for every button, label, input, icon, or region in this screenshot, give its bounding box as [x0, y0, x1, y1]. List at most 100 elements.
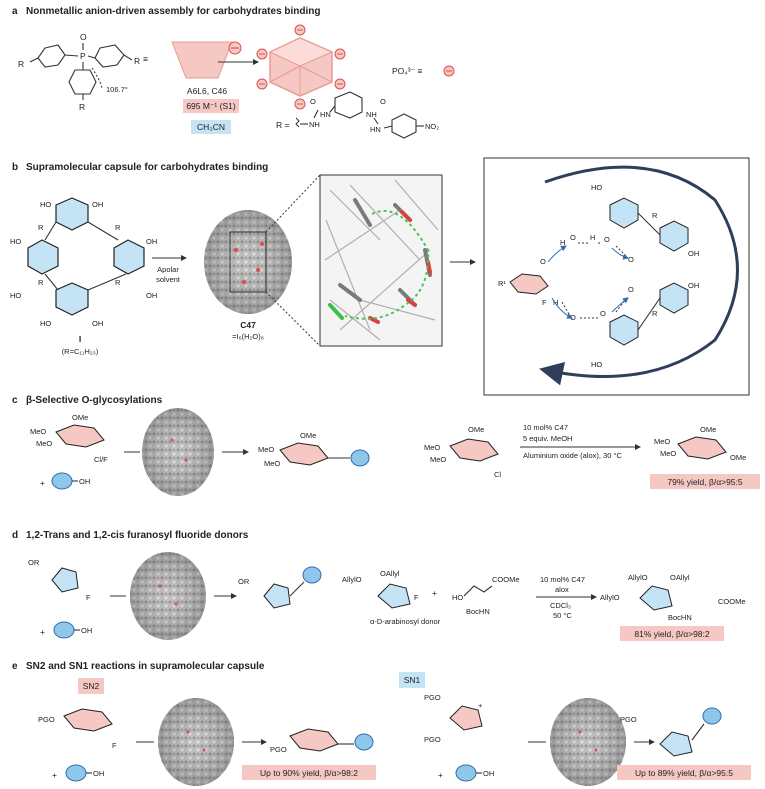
section-e: e SN2 and SN1 reactions in supramolecula… [12, 661, 751, 786]
d-cond-1: 10 mol% C47 [540, 575, 585, 584]
section-c-letter: c [12, 395, 18, 406]
capsule-e2 [550, 698, 626, 786]
c-chloride-donor: OMe MeO MeO Cl [424, 425, 501, 479]
c-meo-1: MeO [30, 427, 46, 436]
d-product-2: AllylO OAllyl AllylO COOMe BocHN [600, 573, 746, 622]
oh-3: OH [146, 291, 157, 300]
equiv-sign: ≡ [143, 54, 148, 64]
mech-r-1: R [652, 211, 658, 220]
section-d: d 1,2-Trans and 1,2-cis furanosyl fluori… [12, 530, 746, 641]
mech-ho-1: HO [591, 183, 602, 192]
c-prod2-ome: OMe [700, 425, 716, 434]
d-result: 81% yield, β/α>98:2 [634, 629, 710, 639]
c-prod2-meo-1: MeO [654, 437, 670, 446]
glucosyl-donor: OMe MeO MeO Cl/F [30, 413, 108, 464]
section-b: b Supramolecular capsule for carbohydrat… [10, 157, 750, 396]
d-bochn-1: BocHN [466, 607, 490, 616]
mech-sugar-o: O [540, 257, 546, 266]
d-cond-2: alox [555, 585, 569, 594]
sn1-label: SN1 [404, 675, 421, 685]
c-oh: OH [79, 477, 90, 486]
assembly-label: A6L6, C46 [187, 86, 227, 96]
d-prod2-bochn: BocHN [668, 613, 692, 622]
section-a-letter: a [12, 6, 18, 17]
conditions-line-1: Apolar [157, 265, 179, 274]
sn1-box [399, 672, 425, 688]
c-prod1-meo-2: MeO [264, 459, 280, 468]
acceptor-icon-e2 [455, 764, 477, 782]
monomer-label: I [79, 334, 81, 344]
urea-o-2: O [380, 97, 386, 106]
section-e-letter: e [12, 661, 18, 672]
mech-f-h: H [553, 298, 558, 307]
r-def-label: R = [276, 120, 290, 130]
c-prod1-meo-1: MeO [258, 445, 274, 454]
c-prod1-ome: OMe [300, 431, 316, 440]
sn2-label: SN2 [83, 681, 100, 691]
c-result-box [650, 474, 760, 489]
e-oh-2: OH [483, 769, 494, 778]
mech-oh-2: OH [688, 281, 699, 290]
capsule-label: C47 [240, 320, 256, 330]
ho-1: HO [40, 200, 51, 209]
d-plus: + [40, 627, 45, 637]
e-oxocarbenium: PGO + PGO [424, 693, 483, 744]
capsule-zoom-inset [319, 174, 443, 347]
ho-4: HO [40, 319, 51, 328]
atom-o: O [80, 32, 87, 42]
c-prod2-meo-2: MeO [660, 449, 676, 458]
solvent-box [191, 120, 231, 134]
monomer-r-def: (R=C₁₁H₂₃) [62, 347, 99, 356]
d-prod2-allylo: AllylO [628, 573, 648, 582]
section-d-title: 1,2-Trans and 1,2-cis furanosyl fluoride… [26, 530, 249, 541]
r-group-structure: R = NH O HN NH O HN NO₂ [276, 91, 439, 139]
e-prod2-pgo: PGO [620, 715, 637, 724]
assoc-constant: 695 M⁻¹ (S1) [186, 101, 236, 111]
section-a: a Nonmetallic anion-driven assembly for … [12, 6, 455, 139]
oh-4: OH [92, 319, 103, 328]
octahedral-assembly [256, 24, 346, 110]
ho-3: HO [10, 291, 21, 300]
acceptor-icon-c [51, 472, 73, 490]
mech-oh-1: OH [688, 249, 699, 258]
d-ho: HO [452, 593, 463, 602]
atom-p: P [80, 51, 86, 61]
d-f-2: F [414, 593, 419, 602]
oh-2: OH [146, 237, 157, 246]
e-prod1-pgo: PGO [270, 745, 287, 754]
e-oh-1: OH [93, 769, 104, 778]
solvent-label: CH₃CN [197, 122, 225, 132]
ho-2: HO [10, 237, 21, 246]
nh-2: NH [366, 110, 377, 119]
mech-h-1: H [590, 233, 595, 242]
e-pgo-3: PGO [424, 735, 441, 744]
svg-text:+: + [478, 701, 483, 710]
e-plus-1: + [52, 770, 57, 780]
mech-o-2: O [600, 309, 606, 318]
serine-acceptor: COOMe HO BocHN [452, 575, 520, 616]
mech-h2o-o-3: O [570, 313, 576, 322]
sn2-box [78, 678, 104, 694]
hn-1: HN [320, 110, 331, 119]
c-meo-2: MeO [36, 439, 52, 448]
c-result: 79% yield, β/α>95:5 [667, 477, 743, 487]
mech-h2o-h-1: H [560, 238, 565, 247]
r-left: R [18, 59, 24, 69]
acceptor-icon-d [53, 621, 75, 639]
d-prod2-allylo-2: AllylO [600, 593, 620, 602]
conditions-line-2: solvent [156, 275, 181, 284]
d-cond-4: 50 °C [553, 611, 572, 620]
capsule-e1 [158, 698, 234, 786]
c-cl-ome: OMe [468, 425, 484, 434]
assoc-constant-box [183, 99, 239, 113]
e-result-1: Up to 90% yield, β/α>98:2 [260, 768, 358, 778]
d-result-box [620, 626, 724, 641]
nh-1: NH [309, 120, 320, 129]
section-d-letter: d [12, 530, 18, 541]
angle-label: 106.7° [106, 85, 128, 94]
e-pgo-1: PGO [38, 715, 55, 724]
section-a-title: Nonmetallic anion-driven assembly for ca… [26, 6, 321, 17]
c-ome-1: OMe [72, 413, 88, 422]
c-cond-1: 10 mol% C47 [523, 423, 568, 432]
mech-o-1: O [604, 235, 610, 244]
